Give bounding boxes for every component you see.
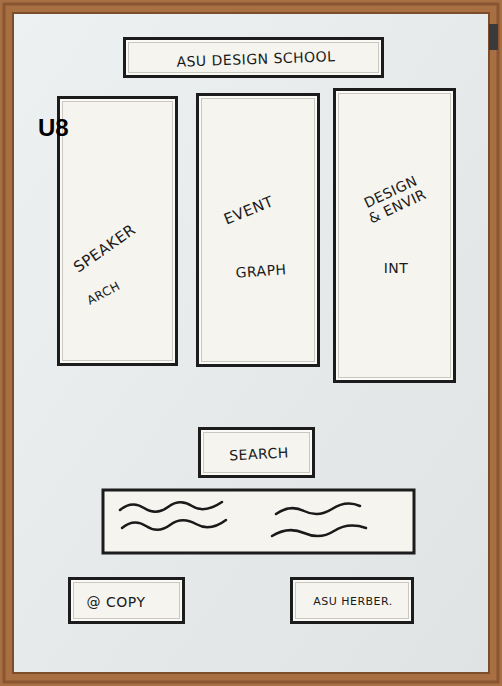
box-text: SPEAKER — [55, 210, 155, 287]
content-column: EVENT GRAPH — [196, 93, 320, 367]
header-text: ASU DESIGN SCHOOL — [136, 47, 376, 71]
search-box: SEARCH — [198, 427, 315, 478]
footer-box: @ COPY — [68, 577, 185, 624]
sheet-number: U8 — [38, 114, 69, 142]
box-text: ASU HERBER. — [294, 596, 412, 609]
box-text: SEARCH — [204, 443, 315, 465]
text-block-placeholder — [103, 490, 414, 553]
box-text: @ COPY — [66, 594, 166, 610]
squiggle-line — [122, 520, 226, 530]
content-column: SPEAKERARCH — [57, 96, 178, 366]
box-text: GRAPH — [216, 260, 307, 282]
header-box: ASU DESIGN SCHOOL — [123, 37, 384, 78]
squiggle-line — [120, 502, 222, 512]
box-text: INT — [366, 260, 426, 276]
corner-clip — [489, 24, 498, 50]
box-text: EVENT — [204, 186, 294, 236]
frame-edge — [4, 4, 498, 682]
content-column: DESIGN & ENVIR INT — [333, 88, 456, 383]
box-text: DESIGN & ENVIR — [355, 169, 434, 229]
squiggle-line — [272, 526, 366, 536]
box-text: ARCH — [70, 271, 138, 316]
squiggle-lines — [120, 502, 366, 536]
footer-box: ASU HERBER. — [290, 577, 414, 624]
board-surface — [13, 13, 489, 673]
squiggle-line — [276, 504, 360, 514]
